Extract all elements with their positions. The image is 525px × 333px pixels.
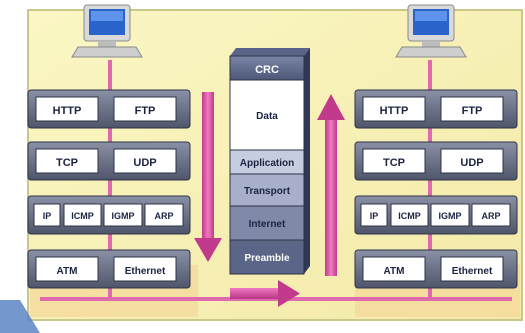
left-icmp-label: ICMP [71, 211, 94, 221]
right-igmp-label: IGMP [438, 211, 461, 221]
right-igmp-box [430, 203, 470, 227]
right-ip-box [360, 203, 388, 227]
right-icmp-label: ICMP [398, 211, 421, 221]
packet-transport-segment [229, 173, 305, 207]
left-ftp-box [113, 96, 177, 122]
left-atm-label: ATM [57, 266, 78, 277]
desktop-computer-icon [71, 4, 143, 58]
right-ethernet-label: Ethernet [452, 266, 493, 277]
encapsulation-down-arrow [194, 92, 222, 262]
packet-crc-label: CRC [255, 64, 279, 76]
right-arp-label: ARP [481, 211, 500, 221]
left-igmp-box [103, 203, 143, 227]
left-http-label: HTTP [53, 105, 82, 117]
left-udp-label: UDP [133, 157, 156, 169]
right-atm-label: ATM [384, 266, 405, 277]
packet-application-label: Application [240, 158, 294, 169]
packet-data-segment [229, 79, 305, 151]
transmission-arrow [230, 280, 300, 307]
left-ethernet-label: Ethernet [125, 266, 166, 277]
right-ip-label: IP [370, 211, 379, 221]
right-protocol-stack: HTTP FTP TCP UDP IP ICMP IGMP ARP ATM Et… [354, 89, 518, 289]
packet-internet-label: Internet [249, 219, 286, 230]
desktop-computer-icon [395, 4, 467, 58]
packet-stack: CRC Data Application Transport Internet … [229, 48, 310, 275]
right-udp-label: UDP [460, 157, 483, 169]
packet-preamble-label: Preamble [244, 253, 289, 264]
right-tcp-label: TCP [383, 157, 405, 169]
left-ftp-label: FTP [135, 105, 156, 117]
packet-internet-segment [229, 205, 305, 241]
right-ftp-label: FTP [462, 105, 483, 117]
left-arp-label: ARP [154, 211, 173, 221]
left-http-box [35, 96, 99, 122]
left-igmp-label: IGMP [111, 211, 134, 221]
left-tcp-box [35, 148, 99, 174]
packet-preamble-segment [229, 239, 305, 275]
left-arp-box [144, 203, 184, 227]
packet-data-label: Data [256, 111, 278, 122]
left-icmp-box [63, 203, 102, 227]
packet-crc-segment [229, 55, 305, 81]
decapsulation-up-arrow [317, 94, 345, 276]
right-icmp-box [390, 203, 429, 227]
left-ip-box [33, 203, 61, 227]
left-ip-label: IP [43, 211, 52, 221]
left-protocol-stack: HTTP FTP TCP UDP IP ICMP IGMP ARP ATM Et… [27, 89, 191, 289]
packet-side [304, 48, 310, 274]
right-ftp-box [440, 96, 504, 122]
right-tcp-box [362, 148, 426, 174]
right-http-box [362, 96, 426, 122]
left-ethernet-box [113, 256, 177, 282]
right-atm-box [362, 256, 426, 282]
left-tcp-label: TCP [56, 157, 78, 169]
right-udp-box [440, 148, 504, 174]
packet-transport-label: Transport [244, 186, 291, 197]
left-atm-box [35, 256, 99, 282]
corner-accent [0, 300, 40, 333]
right-http-label: HTTP [380, 105, 409, 117]
left-udp-box [113, 148, 177, 174]
right-ethernet-box [440, 256, 504, 282]
right-arp-box [471, 203, 511, 227]
packet-top-cap [230, 48, 310, 56]
